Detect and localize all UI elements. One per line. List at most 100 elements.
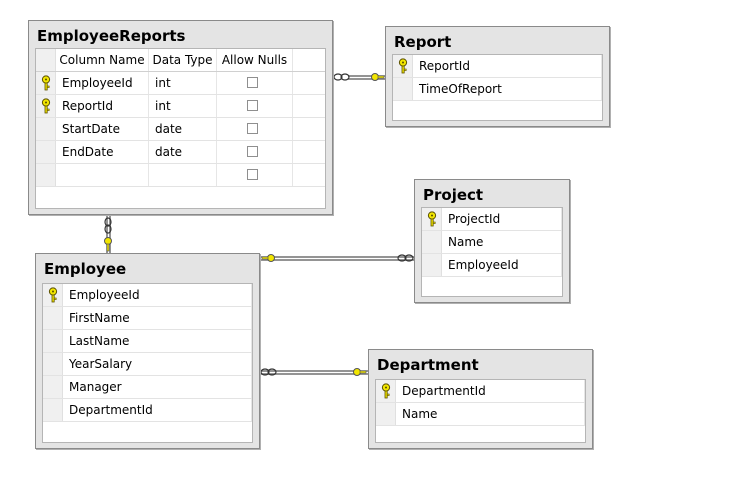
key-endpoint-icon [261,254,275,262]
column-name[interactable]: DepartmentId [63,399,252,421]
column-name[interactable]: YearSalary [63,353,252,375]
table-row[interactable]: LastName [43,330,252,353]
table-report[interactable]: Report ReportId TimeOfReport [385,26,610,127]
key-icon [41,75,51,91]
column-grid: Column Name Data Type Allow Nulls Employ… [35,48,326,209]
table-row[interactable]: EmployeeId int [36,72,325,95]
column-name[interactable]: TimeOfReport [413,78,602,100]
row-selector[interactable] [36,141,56,163]
row-selector[interactable] [376,403,396,425]
allow-nulls-checkbox[interactable] [247,146,258,157]
infinity-endpoint-icon [104,217,112,234]
column-name[interactable]: EmployeeId [442,254,562,276]
key-endpoint-icon [371,73,385,81]
table-row[interactable]: StartDate date [36,118,325,141]
table-row[interactable]: EmployeeId [43,284,252,307]
data-type[interactable]: date [149,141,217,163]
infinity-endpoint-icon [260,368,277,376]
table-project[interactable]: Project ProjectId Name EmployeeId [414,179,570,303]
row-selector[interactable] [36,164,56,186]
column-name[interactable]: StartDate [56,118,149,140]
column-name[interactable]: ReportId [56,95,149,117]
column-name[interactable]: ProjectId [442,208,562,230]
table-employee-reports[interactable]: EmployeeReports Column Name Data Type Al… [28,20,333,215]
column-name[interactable] [56,164,149,186]
table-title: Department [377,356,479,374]
row-selector[interactable] [36,72,56,94]
data-type[interactable]: int [149,72,217,94]
row-selector[interactable] [43,399,63,421]
table-row[interactable]: ProjectId [422,208,562,231]
key-icon [41,98,51,114]
data-type[interactable]: date [149,118,217,140]
column-name[interactable]: ReportId [413,55,602,77]
grid-header-row: Column Name Data Type Allow Nulls [36,49,325,72]
table-row[interactable]: YearSalary [43,353,252,376]
data-type[interactable] [149,164,217,186]
relationship-employee-department[interactable] [260,368,368,376]
table-row[interactable]: DepartmentId [376,380,585,403]
key-icon [48,287,58,303]
table-row[interactable]: TimeOfReport [393,78,602,101]
key-endpoint-icon [104,237,112,252]
table-row-new[interactable] [36,164,325,187]
row-selector[interactable] [43,284,63,306]
column-name[interactable]: EmployeeId [56,72,149,94]
table-row[interactable]: ReportId [393,55,602,78]
column-name[interactable]: LastName [63,330,252,352]
infinity-endpoint-icon [333,73,350,81]
row-selector[interactable] [43,353,63,375]
column-header-nulls: Allow Nulls [217,49,293,71]
allow-nulls-cell [217,118,293,140]
row-selector[interactable] [43,376,63,398]
table-row[interactable]: Manager [43,376,252,399]
column-name[interactable]: EmployeeId [63,284,252,306]
table-row[interactable]: DepartmentId [43,399,252,422]
column-name[interactable]: Manager [63,376,252,398]
row-selector[interactable] [422,254,442,276]
table-row[interactable]: Name [422,231,562,254]
row-selector[interactable] [422,208,442,230]
column-grid: ReportId TimeOfReport [392,54,603,121]
row-selector[interactable] [43,307,63,329]
infinity-endpoint-icon [397,254,414,262]
allow-nulls-checkbox[interactable] [247,77,258,88]
column-name[interactable]: DepartmentId [396,380,585,402]
row-selector[interactable] [43,330,63,352]
key-icon [427,211,437,227]
row-selector[interactable] [393,55,413,77]
row-selector[interactable] [36,95,56,117]
table-row[interactable]: FirstName [43,307,252,330]
relationship-employeereports-report[interactable] [333,73,386,81]
table-row[interactable]: Name [376,403,585,426]
column-header-type: Data Type [149,49,217,71]
table-department[interactable]: Department DepartmentId Name [368,349,593,449]
table-row[interactable]: EndDate date [36,141,325,164]
allow-nulls-cell [217,164,293,186]
column-name[interactable]: Name [442,231,562,253]
row-selector[interactable] [376,380,396,402]
row-selector[interactable] [36,118,56,140]
column-name[interactable]: FirstName [63,307,252,329]
column-name[interactable]: Name [396,403,585,425]
allow-nulls-checkbox[interactable] [247,100,258,111]
row-selector[interactable] [393,78,413,100]
table-row[interactable]: EmployeeId [422,254,562,277]
table-row[interactable]: ReportId int [36,95,325,118]
key-icon [381,383,391,399]
allow-nulls-checkbox[interactable] [247,169,258,180]
column-grid: ProjectId Name EmployeeId [421,207,563,297]
table-title: EmployeeReports [37,27,186,45]
table-title: Employee [44,260,127,278]
data-type[interactable]: int [149,95,217,117]
relationship-employee-project[interactable] [260,254,415,262]
allow-nulls-cell [217,141,293,163]
allow-nulls-cell [217,95,293,117]
relationship-employeereports-employee[interactable] [104,215,112,254]
table-employee[interactable]: Employee EmployeeId FirstName LastName Y… [35,253,260,449]
column-name[interactable]: EndDate [56,141,149,163]
allow-nulls-checkbox[interactable] [247,123,258,134]
key-icon [398,58,408,74]
row-selector[interactable] [422,231,442,253]
